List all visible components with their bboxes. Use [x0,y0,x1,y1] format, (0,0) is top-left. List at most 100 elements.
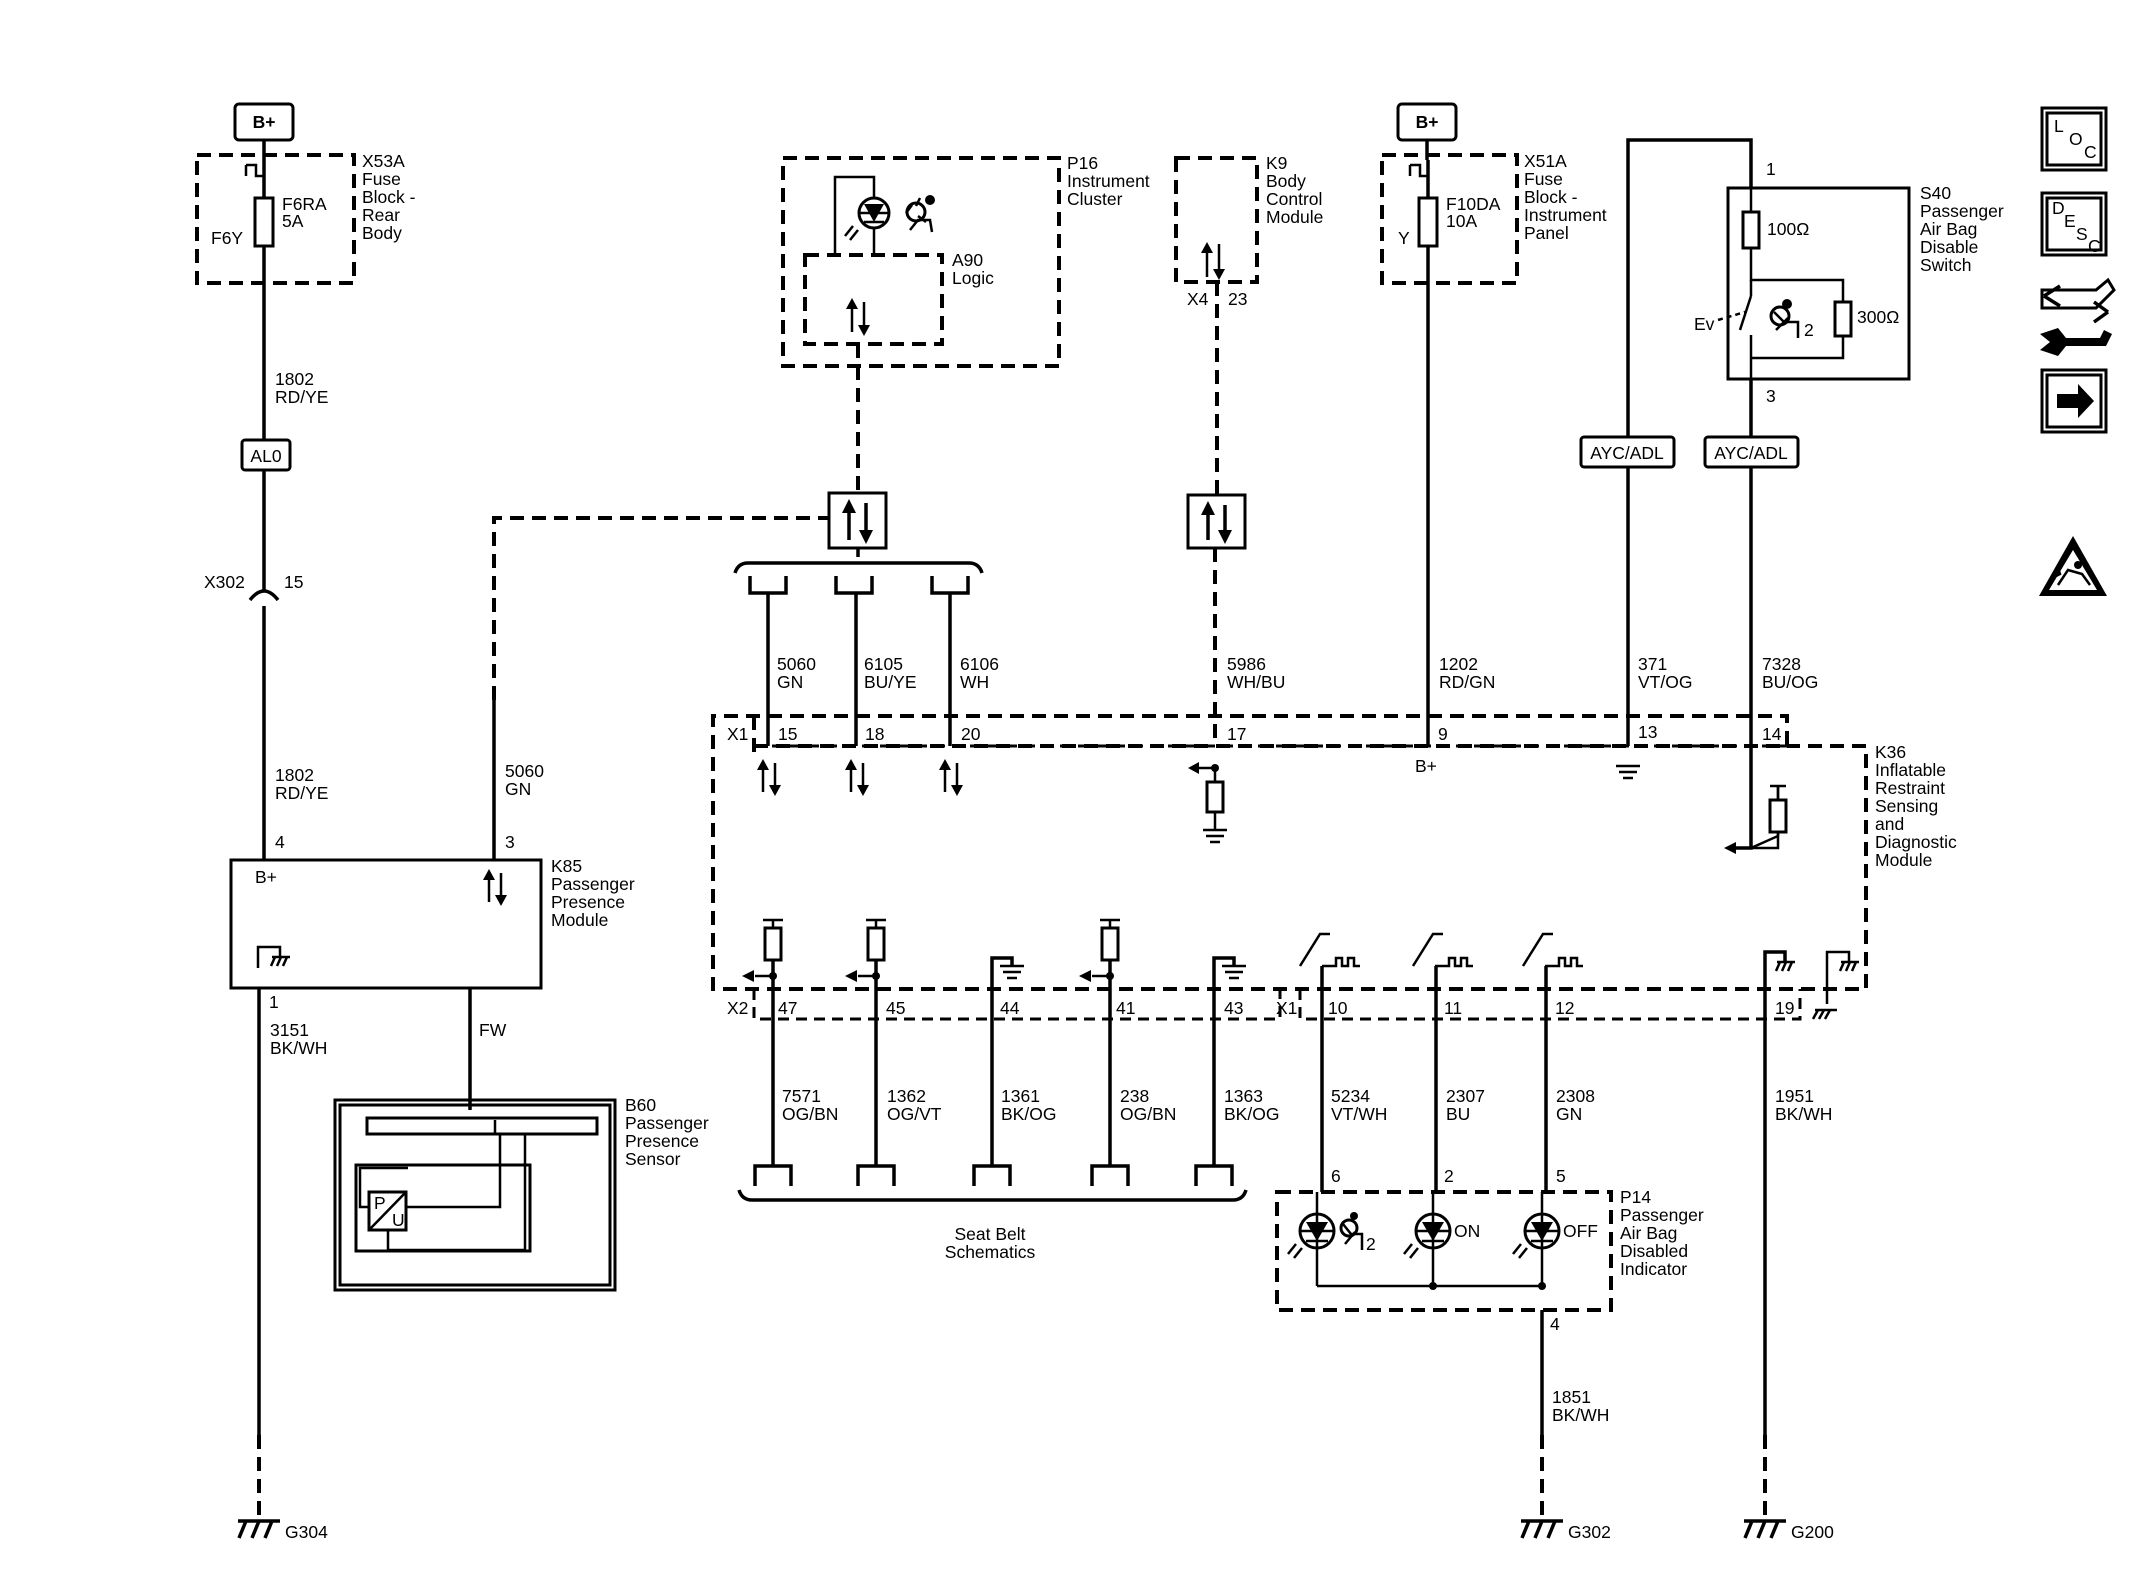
x53a-fuse-id: F6Y [211,228,243,248]
x53a-desc-0: Fuse [362,169,401,189]
k36-bplus: B+ [1415,756,1437,776]
bottom-wire-0-num: 7571 [782,1086,821,1106]
b60-desc-0: Passenger [625,1113,709,1133]
x51a-fuse-block [1380,153,1519,285]
ground-wire-color: BK/WH [270,1038,327,1058]
k36-desc-1: Restraint [1875,778,1945,798]
b60-p: P [374,1193,386,1213]
top-wire-1-num: 6105 [864,654,903,674]
a90-logic [803,253,944,346]
top-wire-5-num: 371 [1638,654,1667,674]
x302-pin: 15 [284,572,303,592]
top-wire-4-color: RD/GN [1439,672,1495,692]
s40-name: S40 [1920,183,1951,203]
bottom-wire-4-color: BK/OG [1224,1104,1279,1124]
x302-label: X302 [204,572,245,592]
forward-arrow-icon[interactable] [2040,368,2108,434]
p14-label: P14 Passenger Air Bag Disabled Indicator [1620,1187,1704,1279]
p16-name: P16 [1067,153,1098,173]
x51a-fuse-rating: 10A [1446,211,1477,231]
loc-icon[interactable]: L O C [2040,106,2108,172]
k9-desc-1: Control [1266,189,1322,209]
seatbelt-connectors [737,1164,1248,1202]
s40-r2-label: 300Ω [1857,307,1899,327]
k85-desc-1: Presence [551,892,625,912]
p14-on-label: ON [1454,1221,1480,1241]
bottom-wire-1-color: OG/VT [887,1104,942,1124]
top-wire-1-color: BU/YE [864,672,917,692]
desc-icon[interactable]: D E S C [2040,191,2108,257]
k9-desc-0: Body [1266,171,1306,191]
p14-pin-2: 2 [1444,1166,1454,1186]
p14-airbag-disabled-indicator [1275,1190,1613,1312]
k85-name: K85 [551,856,582,876]
top-wire-5-color: VT/OG [1638,672,1692,692]
b60-name: B60 [625,1095,656,1115]
airbag-person-icon [905,195,935,233]
s40-label: S40 Passenger Air Bag Disable Switch [1920,183,2004,275]
bottom-wire-1-num: 1362 [887,1086,926,1106]
k36-x1-pin-9: 9 [1438,724,1448,744]
k9-desc-2: Module [1266,207,1323,227]
p14-desc-2: Disabled [1620,1241,1688,1261]
k9-pin: 23 [1228,289,1247,309]
k85-ground-icon [256,945,290,968]
x51a-name: X51A [1524,151,1567,171]
x53a-desc-2: Rear [362,205,400,225]
x51a-fuse-id: Y [1398,228,1410,248]
top-wire-6-color: BU/OG [1762,672,1818,692]
a90-name: A90 [952,250,983,270]
b60-desc-1: Presence [625,1131,699,1151]
loc-o: O [2069,129,2083,149]
top-wire-2-num: 6106 [960,654,999,674]
k36-name: K36 [1875,742,1906,762]
p14-desc-1: Air Bag [1620,1223,1677,1243]
s40-r2 [1833,300,1853,338]
s40-desc-1: Air Bag [1920,219,1977,239]
k36-x1-label: X1 [727,724,748,744]
esd-warning-icon [2039,536,2107,596]
bottom-wire-3-num: 238 [1120,1086,1149,1106]
desc-c: C [2088,236,2101,256]
k36-x2-pin-45: 45 [886,998,905,1018]
desc-d: D [2052,198,2065,218]
left-wire3-num: 5060 [505,761,544,781]
bottom-wire-3-color: OG/BN [1120,1104,1176,1124]
serial-data-gateway-k9 [1186,493,1247,550]
k36-desc-3: and [1875,814,1904,834]
k85-pin1: 1 [269,992,279,1012]
s40-desc-3: Switch [1920,255,1972,275]
k36-x1-pin-14: 14 [1762,724,1782,744]
k85-pin4: 4 [275,832,285,852]
s40-desc-2: Disable [1920,237,1978,257]
connector-wrench-icon[interactable] [2040,277,2116,356]
k36-x1b-pin-19: 19 [1775,998,1794,1018]
x53a-desc-1: Block - [362,187,416,207]
k36-x2-pin-44: 44 [1000,998,1020,1018]
connector-6105 [834,576,874,595]
top-wire-2-color: WH [960,672,989,692]
g302-wire-num: 1851 [1552,1387,1591,1407]
x51a-desc-0: Fuse [1524,169,1563,189]
k36-x1-pin-13: 13 [1638,722,1657,742]
x53a-desc-3: Body [362,223,402,243]
k85-desc-0: Passenger [551,874,635,894]
p14-pin-5: 5 [1556,1166,1566,1186]
bottom-wire-8-num: 1951 [1775,1086,1814,1106]
b60-sensor: P U [333,1098,617,1292]
ayc1-label: AYC/ADL [1590,443,1664,463]
p16-desc-1: Cluster [1067,189,1123,209]
x51a-desc-2: Instrument [1524,205,1607,225]
b60-desc-2: Sensor [625,1149,681,1169]
left-wire3-color: GN [505,779,531,799]
s40-ev: Ev [1694,314,1715,334]
p14-desc-0: Passenger [1620,1205,1704,1225]
seat-belt-line1: Seat Belt [954,1224,1025,1244]
s40-pin-bottom: 3 [1766,386,1776,406]
p14-pin-6: 6 [1331,1166,1341,1186]
x51a-fuse-name: F10DA [1446,194,1501,214]
bottom-wire-6-color: BU [1446,1104,1470,1124]
k36-x1b-pin-11: 11 [1444,998,1462,1018]
k36-desc-0: Inflatable [1875,760,1946,780]
bplus-left-terminal: B+ [233,102,295,142]
